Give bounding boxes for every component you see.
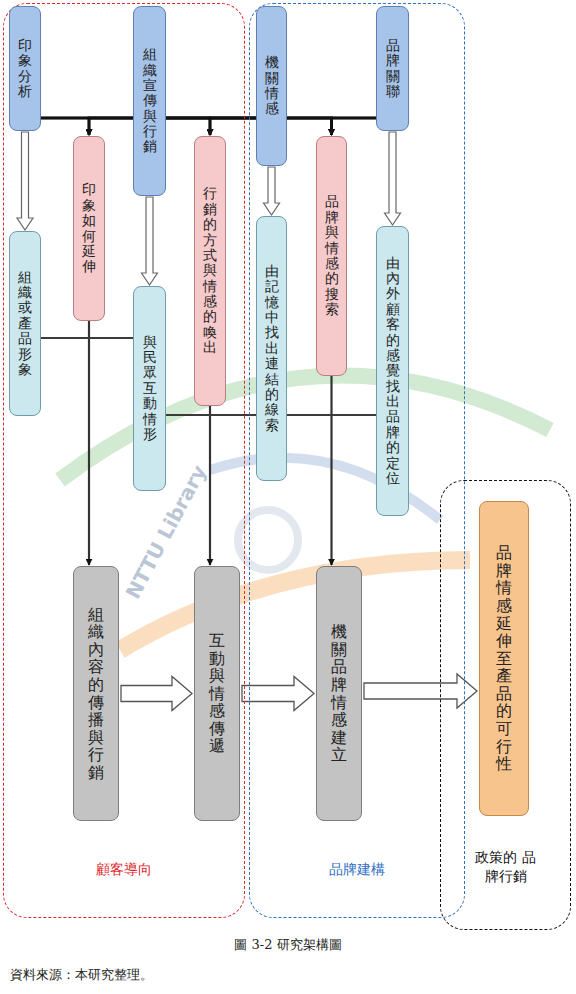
flow-arrow [330, 376, 332, 565]
region-label: 品牌建構 [250, 861, 464, 879]
hollow-arrow [385, 132, 401, 225]
hollow-arrow [264, 167, 280, 215]
process-box: 品牌關聯 [376, 6, 409, 131]
bus-arrow [41, 118, 210, 135]
region-label: 政策的 品牌行銷 [471, 848, 541, 887]
box-text: 印象分析 [18, 38, 32, 100]
box-text: 由記憶中找出連結的線索 [265, 264, 279, 433]
box-text: 品牌與情感的搜索 [325, 194, 339, 317]
flow-arrow [209, 406, 211, 565]
box-text: 互動與情感傳遞 [209, 632, 225, 755]
link-line [41, 337, 133, 339]
process-box: 印象分析 [9, 6, 41, 131]
process-box: 組織或產品形象 [9, 231, 41, 416]
bus-arrow [89, 118, 133, 135]
watermark-disc [238, 510, 298, 570]
result-box: 品牌情感延伸至產品的可行性 [479, 501, 529, 816]
bus-arrow [89, 118, 256, 135]
process-box: 行銷的方式與情感的喚出 [194, 136, 226, 406]
group-region: 品牌建構 機關情感 品牌關聯品牌與情感的搜索由記憶中找出連結的線索 由內外顧客的感覺找… [249, 3, 465, 918]
box-text: 品牌關聯 [386, 38, 400, 100]
bus-arrow [166, 118, 210, 135]
bus-arrow [210, 118, 376, 135]
stage-arrow [121, 677, 192, 711]
bus-arrow [41, 118, 89, 135]
stage-arrow [242, 677, 314, 711]
process-box: 品牌與情感的搜索 [316, 136, 347, 376]
figure-caption: 圖 3-2 研究架構圖 [0, 936, 576, 954]
group-region: 政策的 品牌行銷 品牌情感延伸至產品的可行性 [440, 480, 571, 930]
box-text: 組織宣傳與行銷 [143, 47, 157, 155]
hollow-arrow [17, 132, 33, 230]
box-text: 組織或產品形象 [18, 270, 32, 378]
region-label: 顧客導向 [4, 861, 244, 879]
process-box: 印象如何延伸 [73, 136, 105, 321]
result-box: 機關品牌情感建立 [316, 566, 362, 821]
process-box: 機關情感 [256, 6, 287, 166]
stage-arrow [364, 674, 477, 708]
process-box: 與民眾互動情形 [133, 286, 166, 491]
box-text: 與民眾互動情形 [143, 335, 157, 443]
box-text: 機關情感 [265, 55, 279, 117]
process-box: 由記憶中找出連結的線索 [256, 216, 287, 481]
process-box: 組織宣傳與行銷 [133, 6, 166, 196]
box-text: 行銷的方式與情感的喚出 [203, 186, 217, 355]
source-note: 資料來源：本研究整理。 [10, 966, 153, 984]
box-text: 機關品牌情感建立 [331, 623, 347, 764]
group-region: 顧客導向 印象分析 組織宣傳與行銷印象如何延伸 行銷的方式與情感的喚出 組織或產品形象與… [3, 3, 245, 918]
bus-arrow [332, 118, 377, 135]
box-text: 由內外顧客的感覺找出品牌的定位 [386, 256, 400, 487]
watermark-swoosh [120, 560, 470, 650]
bus-arrow [287, 118, 332, 135]
hollow-arrow [142, 197, 158, 285]
result-box: 組織內容的傳播與行銷 [73, 566, 119, 821]
process-box: 由內外顧客的感覺找出品牌的定位 [376, 226, 409, 516]
result-box: 互動與情感傳遞 [194, 566, 240, 821]
bus-arrow [41, 118, 332, 135]
box-text: 組織內容的傳播與行銷 [88, 606, 104, 782]
flow-arrow [88, 321, 90, 565]
box-text: 印象如何延伸 [82, 182, 96, 274]
box-text: 品牌情感延伸至產品的可行性 [496, 544, 512, 773]
